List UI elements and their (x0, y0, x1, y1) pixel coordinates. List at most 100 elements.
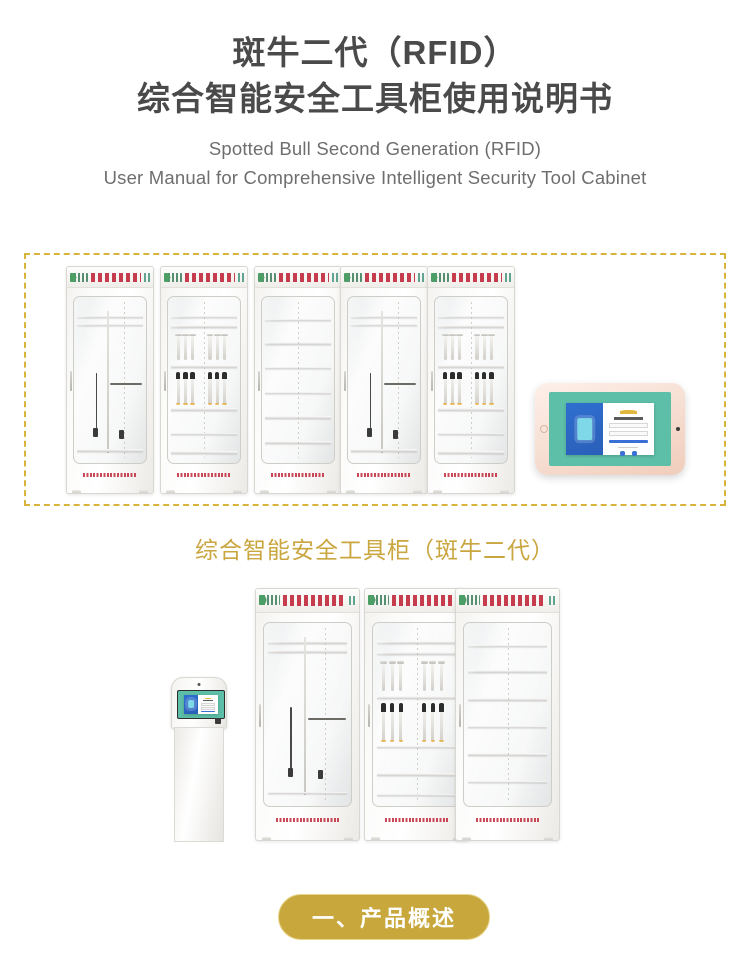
caster-icon (371, 837, 381, 840)
caster-icon (343, 837, 353, 840)
cabinet-footer (255, 467, 341, 483)
cabinet-door-handle (69, 370, 72, 392)
caster-icon (346, 490, 356, 493)
tablet-screen[interactable] (549, 392, 671, 466)
cabinet-header-mark-icon (332, 272, 338, 282)
login-screen (184, 695, 218, 714)
cabinet-header (428, 267, 514, 289)
brand-logo-icon (70, 272, 88, 282)
brand-logo-icon (259, 595, 281, 606)
caster-icon (72, 490, 82, 493)
cabinet-footer (161, 467, 247, 483)
login-logo-icon (204, 697, 212, 700)
cabinet-header-label (278, 272, 330, 282)
cabinet-header-mark-icon (549, 595, 556, 606)
cabinet-footer-label (83, 472, 137, 477)
showcase-caption: 综合智能安全工具柜（斑牛二代） (195, 537, 555, 563)
cabinet-header-mark-icon (144, 272, 150, 282)
cabinet-glass-door (372, 621, 461, 808)
section-heading-button[interactable]: 一、产品概述 (278, 894, 490, 940)
kiosk-pedestal (174, 727, 224, 842)
caster-icon (262, 837, 272, 840)
page-title-line-2: 综合智能安全工具柜使用说明书 (137, 79, 613, 117)
cabinet-header (255, 267, 341, 289)
cabinet-1 (66, 266, 154, 494)
caster-icon (326, 490, 336, 493)
kiosk-head (171, 677, 227, 729)
cabinet-header (256, 589, 359, 613)
cabinet-footer (341, 467, 427, 483)
login-illustration (184, 695, 199, 714)
cabinet-glass-door (167, 296, 241, 464)
cabinet-footer (456, 811, 559, 829)
cabinet-glass-door (434, 296, 508, 464)
cabinet-footer (256, 811, 359, 829)
tablet-camera-icon (676, 427, 680, 431)
page-title-line-1: 斑牛二代（RFID） (232, 34, 518, 71)
password-input[interactable] (200, 706, 216, 710)
tablet-device (535, 383, 685, 475)
kiosk-terminal (171, 677, 227, 842)
cabinet-footer-label (177, 472, 231, 477)
cabinet-footer (67, 467, 153, 483)
cabinet-4 (340, 266, 428, 494)
brand-logo-icon (258, 272, 276, 282)
cabinet-footer (365, 811, 468, 829)
cabinet-header-mark-icon (238, 272, 244, 282)
cabinet-glass-door (347, 296, 421, 464)
cabinet-door-handle (257, 370, 260, 392)
cabinet-door-handle (259, 704, 262, 728)
tablet-home-button-icon[interactable] (540, 425, 548, 433)
cabinet-header (365, 589, 468, 613)
kiosk-card-reader-icon[interactable] (215, 718, 221, 724)
cabinet-header (341, 267, 427, 289)
cabinet-footer-label (357, 472, 411, 477)
cabinet-header-label (451, 272, 503, 282)
cabinet-glass-door (263, 621, 352, 808)
cabinet-header-label (90, 272, 142, 282)
lower-cabinet-3 (455, 588, 560, 841)
page-subtitle-line-1: Spotted Bull Second Generation (RFID) (208, 138, 542, 160)
brand-logo-icon (431, 272, 449, 282)
login-alt-methods (609, 451, 648, 457)
login-title (202, 700, 214, 702)
cabinet-header-label (184, 272, 236, 282)
page-header: 斑牛二代（RFID） 综合智能安全工具柜使用说明书 Spotted Bull S… (0, 0, 750, 192)
login-form (198, 695, 218, 714)
login-fingerprint-icon[interactable] (631, 451, 637, 457)
cabinet-header-label (364, 272, 416, 282)
username-input[interactable] (200, 702, 216, 706)
lower-cabinet-2 (364, 588, 469, 841)
product-showcase-box (24, 253, 726, 506)
cabinet-2 (160, 266, 248, 494)
cabinet-header-label (283, 595, 347, 606)
brand-logo-icon (459, 595, 481, 606)
caster-icon (462, 837, 472, 840)
login-form (602, 403, 654, 457)
cabinet-footer-label (444, 472, 498, 477)
kiosk-screen[interactable] (177, 690, 225, 719)
cabinet-footer-label (384, 817, 449, 823)
cabinet-door-handle (343, 370, 346, 392)
cabinet-footer (428, 467, 514, 483)
cabinet-footer-label (271, 472, 325, 477)
page-subtitle: Spotted Bull Second Generation (RFID) Us… (0, 135, 750, 192)
brand-logo-icon (368, 595, 390, 606)
cabinet-door-handle (163, 370, 166, 392)
username-input[interactable] (609, 423, 648, 429)
brand-logo-icon (164, 272, 182, 282)
page-subtitle-line-2: User Manual for Comprehensive Intelligen… (103, 166, 647, 188)
login-helper-text (618, 446, 639, 449)
cabinet-header-label (392, 595, 456, 606)
password-input[interactable] (609, 431, 648, 437)
cabinet-glass-door (73, 296, 147, 464)
cabinet-glass-door (261, 296, 335, 464)
cabinet-header-mark-icon (505, 272, 511, 282)
login-card-icon[interactable] (620, 451, 626, 457)
cabinet-header (456, 589, 559, 613)
caster-icon (543, 837, 553, 840)
lower-cabinet-1 (255, 588, 360, 841)
login-submit-button[interactable] (609, 440, 648, 444)
caster-icon (138, 490, 148, 493)
login-submit-button[interactable] (200, 711, 216, 713)
